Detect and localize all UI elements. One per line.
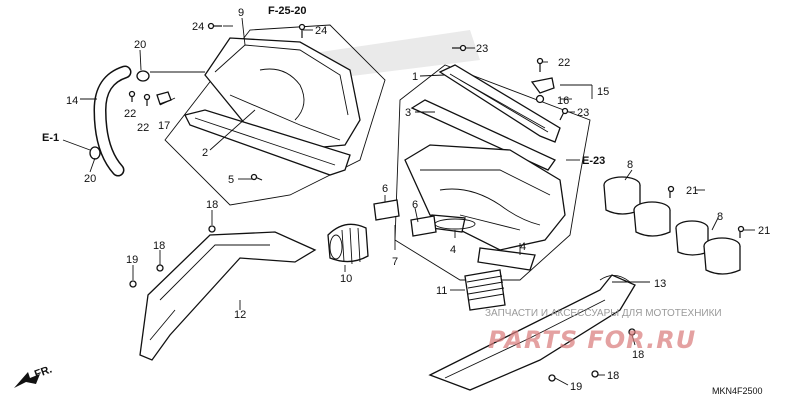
reference-labels: F-25-20 E-1 E-23	[42, 5, 605, 167]
bolt-icon	[128, 22, 745, 382]
cover-assembly-outline	[164, 24, 386, 206]
callout-13: 13	[654, 278, 666, 290]
callout-23: 23	[476, 43, 488, 55]
callout-19: 19	[126, 254, 138, 266]
filter-plates	[373, 199, 437, 237]
intake-funnels-lower	[675, 220, 741, 275]
left-air-duct	[139, 231, 317, 361]
callout-1: 1	[412, 71, 418, 83]
callout-19: 19	[570, 381, 582, 393]
callout-6: 6	[412, 199, 418, 211]
callout-24: 24	[315, 25, 327, 37]
callout-22: 22	[558, 57, 570, 69]
diagram-code: MKN4F2500	[712, 386, 763, 396]
callout-16: 16	[557, 95, 569, 107]
intake-funnels-upper	[603, 176, 671, 237]
callout-18: 18	[153, 240, 165, 252]
front-arrow-icon: FR.	[14, 363, 54, 388]
funnel-bellows	[464, 269, 506, 311]
callout-18: 18	[206, 199, 218, 211]
callout-6: 6	[382, 183, 388, 195]
cover-seal	[184, 109, 351, 176]
callout-12: 12	[234, 309, 246, 321]
callout-labels: 1 2 3 4 4 5 6 6 7 8 8 9 10 11 12 13 14 1…	[66, 7, 770, 393]
callout-20: 20	[84, 173, 96, 185]
callout-11: 11	[436, 285, 447, 297]
air-cleaner-element	[438, 64, 561, 143]
case-gaskets	[431, 214, 536, 271]
callout-8: 8	[627, 159, 633, 171]
callout-17: 17	[158, 120, 170, 132]
watermark-text: ЗАПЧАСТИ И АКСЕССУАРЫ ДЛЯ МОТОТЕХНИКИ	[485, 308, 722, 319]
callout-22: 22	[124, 108, 136, 120]
callout-5: 5	[228, 174, 234, 186]
callout-21: 21	[758, 225, 770, 237]
callout-4: 4	[520, 241, 526, 253]
ref-f-25-20: F-25-20	[268, 5, 307, 17]
callout-10: 10	[340, 273, 352, 285]
leader-lines	[62, 17, 755, 386]
callout-23: 23	[577, 107, 589, 119]
callout-18: 18	[607, 370, 619, 382]
right-air-duct	[428, 274, 636, 391]
ref-e-1: E-1	[42, 132, 59, 144]
callout-24: 24	[192, 21, 204, 33]
watermark-logo: PARTS FOR.RU	[488, 326, 696, 354]
intake-duct	[327, 223, 369, 265]
callout-22: 22	[137, 122, 149, 134]
callout-2: 2	[202, 147, 208, 159]
callout-8: 8	[717, 211, 723, 223]
watermark: ЗАПЧАСТИ И АКСЕССУАРЫ ДЛЯ МОТОТЕХНИКИ PA…	[485, 308, 722, 354]
intake-hose	[93, 65, 132, 177]
callout-3: 3	[405, 107, 411, 119]
callout-4: 4	[450, 244, 456, 256]
ref-e-23: E-23	[582, 155, 605, 167]
callout-21: 21	[686, 185, 698, 197]
case-assembly-outline	[394, 64, 591, 281]
callout-20: 20	[134, 39, 146, 51]
front-label: FR.	[33, 363, 54, 380]
callout-18: 18	[632, 349, 644, 361]
callout-9: 9	[238, 7, 244, 19]
callout-14: 14	[66, 95, 78, 107]
clip-part	[156, 77, 555, 105]
callout-7: 7	[392, 256, 398, 268]
callout-15: 15	[597, 86, 609, 98]
